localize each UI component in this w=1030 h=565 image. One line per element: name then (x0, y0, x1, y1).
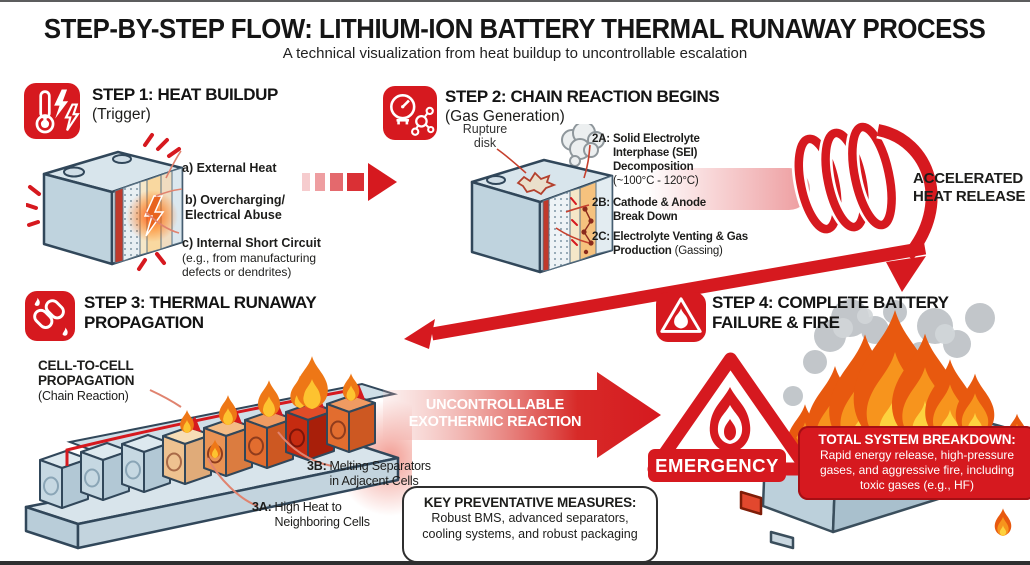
step1-leader-lines (145, 150, 183, 234)
stage-3a: 3A:High Heat to Neighboring Cells (252, 500, 370, 530)
step2-header: STEP 2: CHAIN REACTION BEGINS (Gas Gener… (445, 87, 720, 126)
step3-leader-lines (149, 389, 333, 507)
step2-subtitle: (Gas Generation) (445, 107, 565, 125)
breakdown-box: TOTAL SYSTEM BREAKDOWN: Rapid energy rel… (798, 426, 1030, 500)
stage-2a: 2A: Solid Electrolyte Interphase (SEI) D… (592, 133, 700, 188)
stage-3b: 3B:Melting Separators in Adjacent Cells (307, 459, 431, 489)
preventative-box: KEY PREVENTATIVE MEASURES: Robust BMS, a… (402, 486, 658, 563)
flammable-warning-icon (656, 292, 706, 342)
rupture-disk-label: Rupture disk (462, 122, 508, 150)
dashed-arrow (302, 163, 397, 201)
step2-title: STEP 2: CHAIN REACTION BEGINS (445, 87, 720, 106)
emergency-banner: EMERGENCY (648, 449, 786, 482)
short-circuit-spark-icon (143, 195, 165, 237)
step1-title: STEP 1: HEAT BUILDUP (92, 85, 278, 104)
cause-external-heat: a) External Heat (182, 161, 277, 175)
exothermic-arrow (383, 372, 661, 458)
cause-internal-short: c) Internal Short Circuit(e.g., from man… (182, 236, 321, 280)
cause-overcharging: b) Overcharging/ Electrical Abuse (185, 193, 286, 222)
chain-reaction-flame-icon (25, 291, 75, 341)
battery-cell-cutaway-illustration (26, 133, 184, 271)
bottom-edge-bar (0, 561, 1030, 565)
page-title: STEP-BY-STEP FLOW: LITHIUM-ION BATTERY T… (44, 13, 986, 44)
exothermic-label: UNCONTROLLABLE EXOTHERMIC REACTION (408, 397, 582, 431)
smoke-puff-icon (561, 124, 605, 167)
preventative-title: KEY PREVENTATIVE MEASURES: (423, 495, 637, 510)
step2-leader-lines (496, 144, 591, 244)
breakdown-body: Rapid energy release, high-pressure gase… (819, 448, 1015, 492)
thermometer-lightning-icon (24, 83, 80, 139)
step3-title: STEP 3: THERMAL RUNAWAY PROPAGATION (84, 293, 317, 332)
diagonal-flow-arrow (404, 241, 927, 349)
breakdown-title: TOTAL SYSTEM BREAKDOWN: (818, 432, 1016, 447)
heat-release-label: ACCELERATED HEAT RELEASE (913, 170, 1026, 205)
spiral-heat-arrow (645, 119, 941, 292)
page-subtitle: A technical visualization from heat buil… (282, 45, 748, 62)
step1-subtitle: (Trigger) (92, 105, 151, 123)
step4-title: STEP 4: COMPLETE BATTERY FAILURE & FIRE (712, 293, 949, 332)
heat-dashes-icon (26, 133, 181, 271)
top-edge-bar (0, 0, 1030, 2)
cell-to-cell-label: CELL-TO-CELL PROPAGATION (Chain Reaction… (38, 357, 135, 403)
stage-2b: 2B: Cathode & Anode Break Down (592, 197, 706, 224)
battery-module-propagation-illustration (24, 356, 412, 550)
pressure-gauge-gas-icon (383, 86, 437, 140)
preventative-body: Robust BMS, advanced separators, cooling… (422, 511, 638, 541)
step1-header: STEP 1: HEAT BUILDUP (Trigger) (92, 85, 278, 124)
stage-2c: 2C: Electrolyte Venting & Gas Production… (592, 231, 748, 258)
rupture-disk-icon (516, 171, 557, 196)
